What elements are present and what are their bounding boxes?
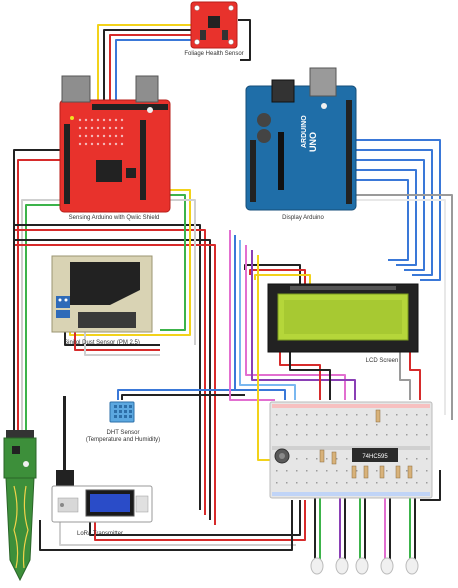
- resistors: [319, 409, 413, 479]
- wire-da-blue3: [355, 159, 425, 271]
- label-dust-sensor: Sinitol Dust Sensor (PM 2.5): [64, 340, 140, 346]
- wire-foliage-red: [109, 34, 205, 105]
- wire-sa-white: [165, 199, 196, 345]
- wire-lora-red: [94, 500, 306, 541]
- dht-sensor: [109, 401, 135, 423]
- wire-bb-pink2: [245, 245, 346, 400]
- wire-lcd-yellow1: [254, 274, 311, 285]
- lcd-screen: [267, 283, 419, 353]
- antenna: [63, 396, 66, 480]
- led-5: [405, 557, 419, 575]
- label-foliage-sensor: Foliage Health Sensor: [184, 51, 244, 57]
- microcontroller-chip: [96, 160, 122, 182]
- usb-connector: [309, 67, 337, 97]
- wire-foliage-black2: [238, 19, 251, 61]
- wire-dht-black: [121, 394, 245, 400]
- led-row: [310, 557, 419, 575]
- label-dht-sensor: DHT Sensor: [106, 430, 140, 436]
- sensing-arduino-board: [59, 75, 171, 213]
- led-2: [335, 557, 349, 575]
- wire-soil-white: [21, 199, 70, 430]
- dust-sensor: [51, 255, 153, 333]
- wire-sa-black1: [15, 224, 201, 510]
- wire-da-white1: [355, 199, 446, 415]
- wire-bb-purple: [251, 250, 356, 400]
- shift-register-chip: [352, 448, 398, 462]
- wire-soil-green: [25, 204, 70, 430]
- shift-register-label: 74HC595: [362, 454, 388, 460]
- wire-foliage-blue: [115, 39, 210, 105]
- power-jack: [271, 79, 295, 103]
- wire-lcd-bot-red: [279, 350, 321, 400]
- usb-connector: [61, 75, 91, 103]
- wire-sa-green: [160, 194, 186, 331]
- wires: [13, 19, 453, 560]
- wire-da-blue4: [355, 169, 417, 266]
- display-arduino-board: ARDUINO UNO: [245, 67, 357, 211]
- wire-lora-white: [59, 520, 296, 546]
- lora-transmitter: [51, 396, 153, 523]
- wire-dust-black: [64, 330, 160, 346]
- wire-sa-red2: [15, 244, 216, 525]
- wire-soil-black: [13, 149, 70, 430]
- wire-foliage-yellow: [97, 24, 195, 105]
- wire-lcd-bot-black: [289, 350, 331, 400]
- microcontroller-chip: [278, 132, 284, 190]
- wire-da-blue1: [355, 139, 441, 281]
- wire-lcd-red1: [249, 269, 306, 285]
- wire-dust-red: [74, 330, 160, 351]
- label-display-arduino: Display Arduino: [282, 215, 324, 221]
- wire-da-blue5: [355, 179, 409, 261]
- wire-da-grey1: [355, 194, 453, 420]
- oled-display: [90, 494, 130, 512]
- wire-lora-black: [89, 500, 301, 536]
- wire-lcd-bot-grey: [399, 350, 411, 400]
- breadboard: 74HC595: [269, 401, 433, 499]
- label-lora-transmitter: LoRa Transmitter: [76, 531, 124, 537]
- wire-bb-black-far: [420, 470, 441, 501]
- led-1: [310, 557, 324, 575]
- soil-moisture-sensor: [3, 430, 37, 582]
- wire-lora-black2: [39, 500, 293, 551]
- wire-foliage-black: [103, 29, 200, 105]
- wire-bb-pink1: [229, 230, 275, 401]
- arduino-model-text: UNO: [308, 132, 318, 152]
- wire-sa-red1: [15, 229, 206, 515]
- wire-dht-blue: [117, 389, 240, 400]
- power-jack: [135, 75, 159, 103]
- arduino-brand-text: ARDUINO: [301, 115, 308, 148]
- wire-soil-red: [17, 159, 70, 430]
- led-3: [355, 557, 369, 575]
- label-dht-sensor-sub: (Temperature and Humidity): [85, 437, 161, 443]
- label-sensing-arduino: Sensing Arduino with Qwiic Shield: [68, 215, 160, 221]
- label-lcd-screen: LCD Screen: [365, 358, 399, 364]
- wire-bb-blue1: [234, 235, 286, 400]
- wire-bb-lightblue: [239, 240, 296, 400]
- foliage-health-sensor: [190, 1, 238, 49]
- wire-da-blue2: [355, 149, 433, 276]
- wire-dust-white: [84, 330, 160, 356]
- led-4: [380, 557, 394, 575]
- wire-sa-black2: [15, 239, 211, 520]
- wire-lcd-bot-red2: [409, 350, 421, 400]
